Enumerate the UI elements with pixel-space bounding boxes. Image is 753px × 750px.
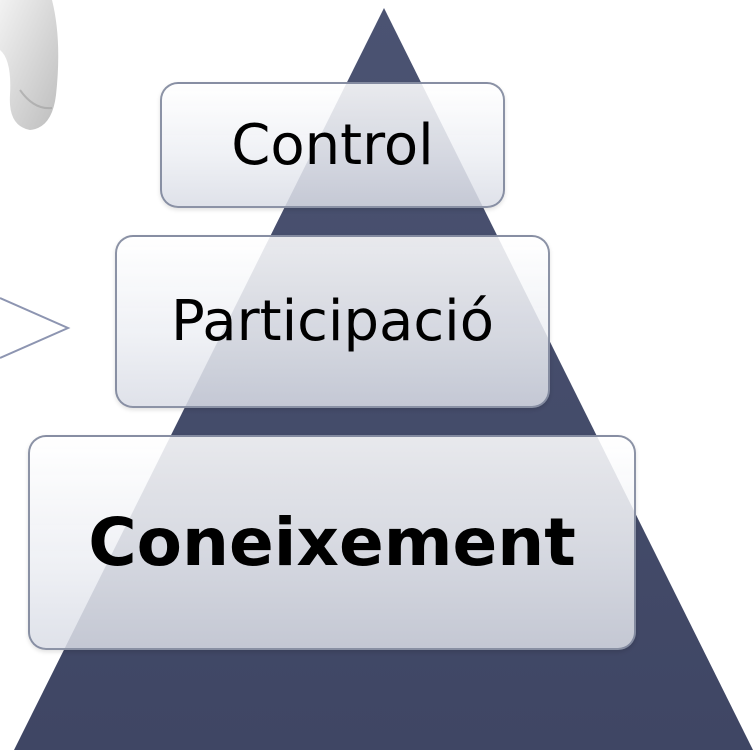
level-box-coneixement: Coneixement [28, 435, 636, 650]
arrow-chevron-shape [0, 297, 71, 359]
level-box-participacio: Participació [115, 235, 550, 408]
level-label-participacio: Participació [171, 289, 494, 354]
figure-illustration [0, 0, 59, 130]
level-label-control: Control [231, 112, 434, 178]
level-box-control: Control [160, 82, 505, 208]
level-label-coneixement: Coneixement [88, 504, 576, 581]
